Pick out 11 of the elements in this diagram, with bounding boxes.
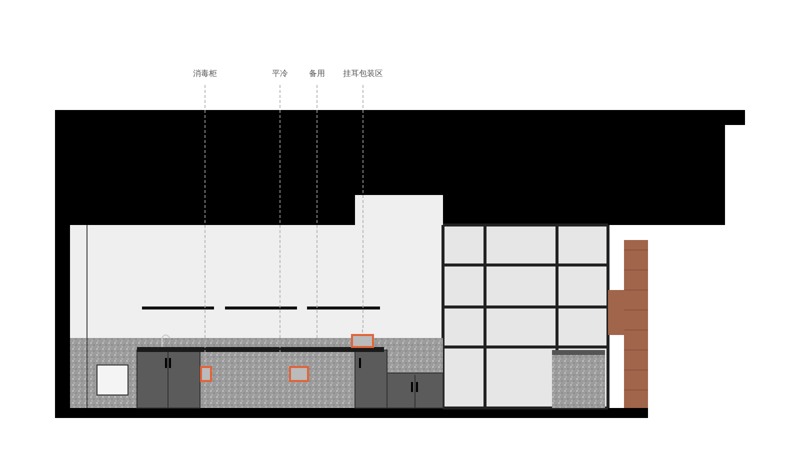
outlet-box [351,334,374,348]
callout-label: 平冷 [272,68,288,79]
outlet-box [289,366,309,382]
leader-line [280,84,300,366]
callout-label: 挂耳包装区 [343,68,383,79]
callout-label: 消毒柜 [193,68,217,79]
leader-line [316,84,318,348]
callout-label: 备用 [309,68,325,79]
leader-line [362,84,364,334]
outlet-box [200,366,212,382]
leader-line [204,84,206,366]
